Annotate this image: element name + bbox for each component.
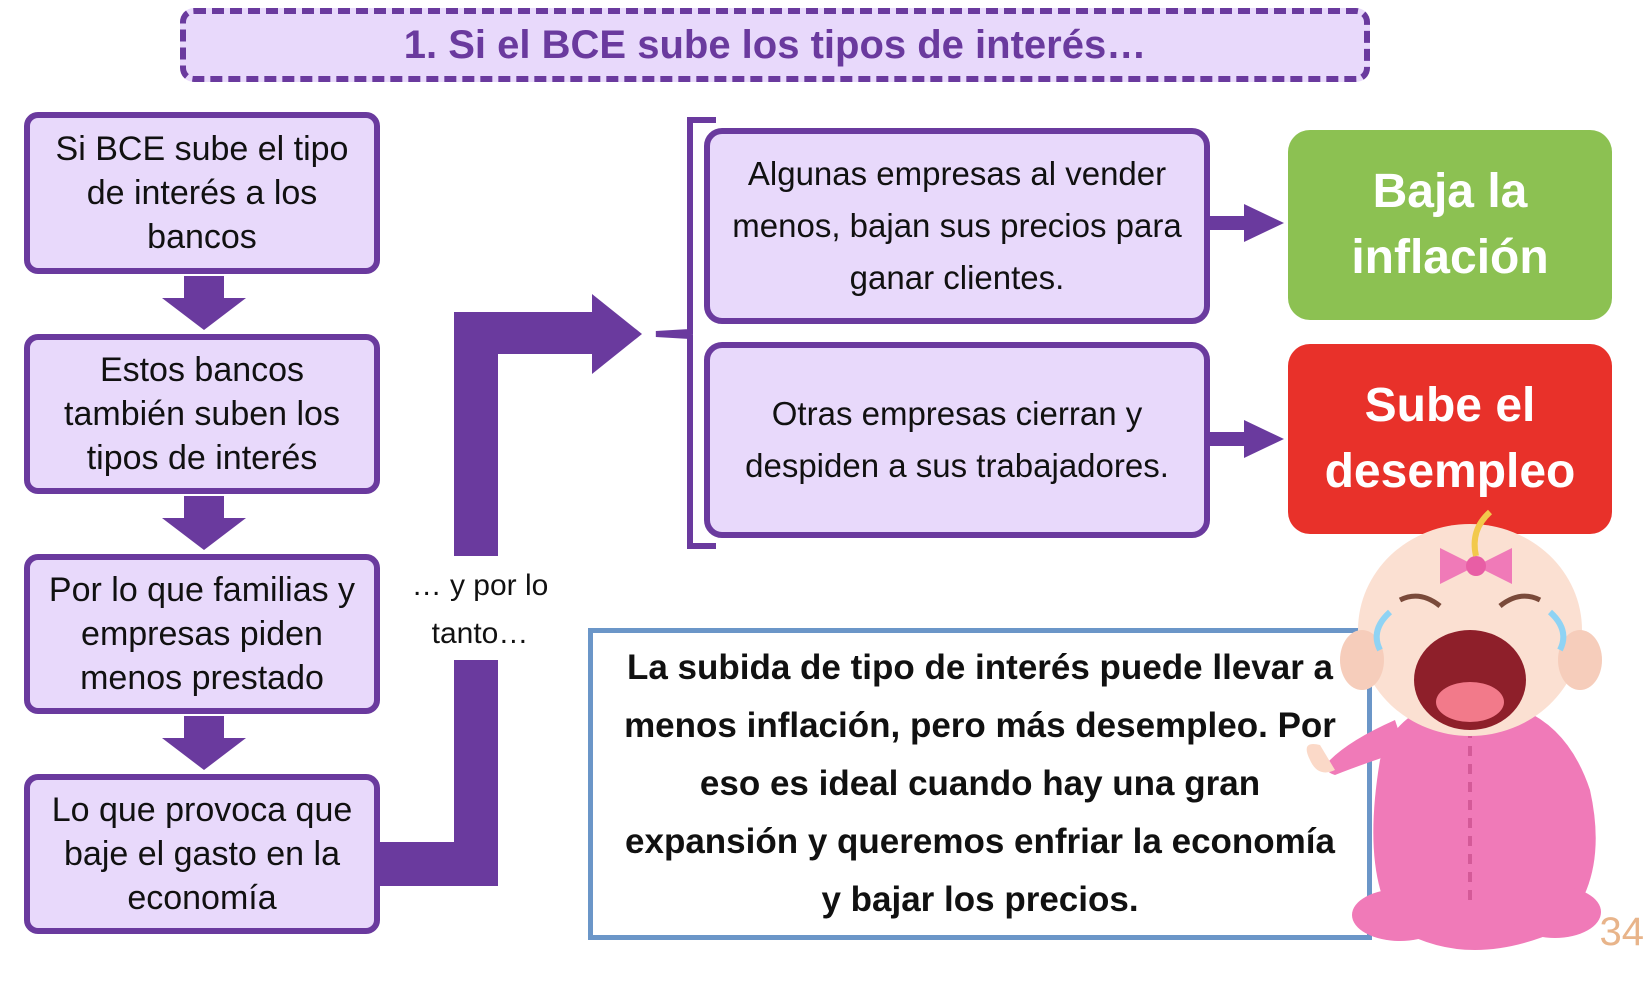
elbow-arrow-icon: [378, 294, 642, 886]
result-inflation-text: Baja la inflación: [1351, 165, 1549, 284]
right-arrow-icon: [1244, 420, 1284, 458]
step-2-text: Estos bancos también suben los tipos de …: [64, 351, 340, 477]
right-arrows: [1210, 204, 1284, 458]
down-arrow-icon: [162, 496, 246, 550]
step-1-text: Si BCE sube el tipo de interés a los ban…: [55, 130, 349, 256]
down-arrow-icon: [162, 716, 246, 770]
conclusion-box: La subida de tipo de interés puede lleva…: [588, 628, 1372, 940]
slide-title: 1. Si el BCE sube los tipos de interés…: [403, 22, 1147, 67]
conclusion-text: La subida de tipo de interés puede lleva…: [624, 648, 1336, 919]
step-4-box: Lo que provoca que baje el gasto en la e…: [24, 774, 380, 934]
effect-2-text: Otras empresas cierran y despiden a sus …: [745, 395, 1169, 484]
down-arrow-icon: [162, 276, 246, 330]
effect-1-box: Algunas empresas al vender menos, bajan …: [704, 128, 1210, 324]
connector-label: … y por lo tanto…: [411, 569, 549, 650]
step-4-text: Lo que provoca que baje el gasto en la e…: [51, 791, 353, 917]
result-inflation-box: Baja la inflación: [1288, 130, 1612, 320]
down-arrows: [162, 276, 246, 770]
result-unemployment-text: Sube el desempleo: [1324, 379, 1576, 498]
brace-icon: [655, 117, 716, 549]
right-arrow-icon: [1244, 204, 1284, 242]
step-3-box: Por lo que familias y empresas piden men…: [24, 554, 380, 714]
effect-1-text: Algunas empresas al vender menos, bajan …: [732, 155, 1182, 296]
step-3-text: Por lo que familias y empresas piden men…: [48, 571, 356, 697]
step-2-box: Estos bancos también suben los tipos de …: [24, 334, 380, 494]
page-number: 34: [1599, 910, 1645, 954]
step-1-box: Si BCE sube el tipo de interés a los ban…: [24, 112, 380, 274]
result-unemployment-box: Sube el desempleo: [1288, 344, 1612, 534]
effect-2-box: Otras empresas cierran y despiden a sus …: [704, 342, 1210, 538]
title-banner: 1. Si el BCE sube los tipos de interés…: [180, 8, 1370, 82]
